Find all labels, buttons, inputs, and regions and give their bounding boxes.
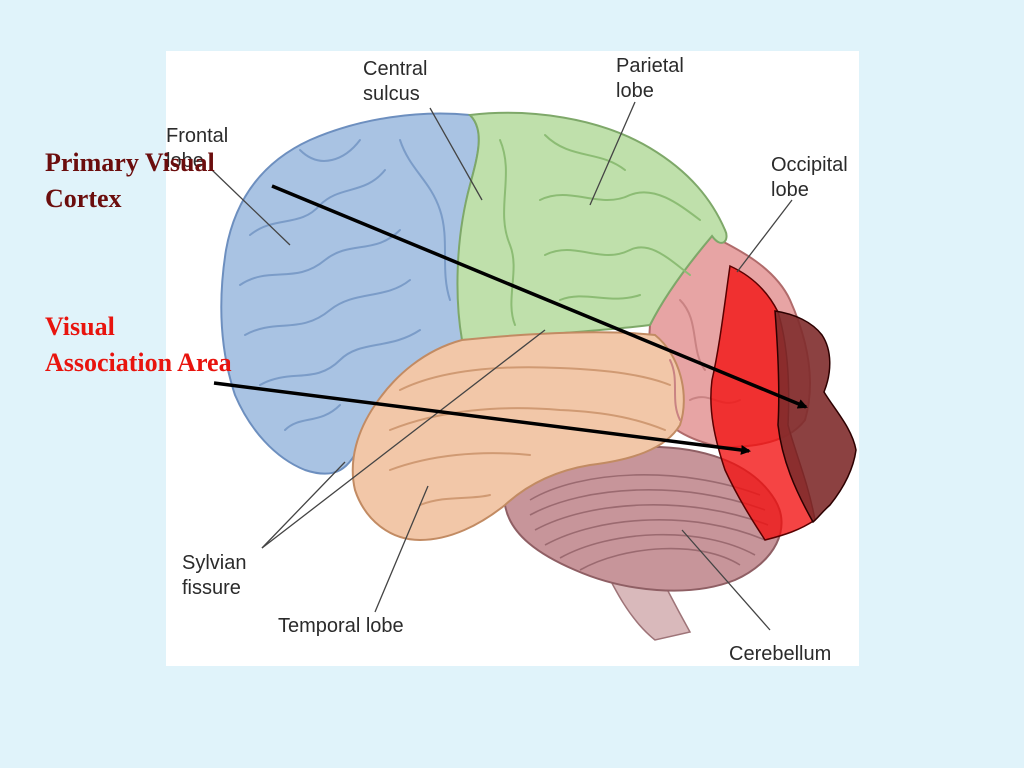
sylvian-fissure-leader-lower [261, 461, 346, 549]
primary-visual-cortex-line1: Primary Visual [45, 148, 215, 177]
sylvian-fissure-label: Sylvian fissure [182, 552, 252, 599]
occipital-lobe-leader [736, 199, 793, 273]
primary-visual-cortex-line2: Cortex [45, 184, 122, 213]
cerebellum-label: Cerebellum [729, 643, 831, 665]
visual-association-area-label: Visual Association Area [45, 309, 232, 381]
leader-lines [211, 101, 793, 631]
visual-association-area-line2: Association Area [45, 348, 232, 377]
primary-visual-cortex-arrow [271, 184, 808, 409]
central-sulcus-leader [429, 107, 483, 201]
primary-visual-cortex-overlay [774, 310, 857, 524]
primary-visual-cortex-label: Primary Visual Cortex [45, 145, 215, 217]
parietal-lobe [456, 111, 728, 342]
parietal-gyri [499, 134, 701, 326]
visual-association-area-line1: Visual [45, 312, 115, 341]
cerebellum-folia [529, 474, 769, 571]
occipital-lobe-label: Occipital lobe [771, 154, 853, 201]
temporal-lobe-label: Temporal lobe [278, 615, 404, 637]
central-sulcus-label: Central sulcus [363, 58, 433, 105]
frontal-lobe-label: Frontal lobe [166, 125, 234, 172]
parietal-lobe-leader [589, 101, 636, 206]
sylvian-fissure-leader-upper [261, 329, 546, 549]
temporal-lobe [351, 331, 685, 542]
frontal-lobe-leader [211, 169, 291, 246]
parietal-lobe-label: Parietal lobe [616, 55, 689, 102]
visual-association-area-arrow [213, 381, 751, 455]
cerebellum-leader [681, 529, 771, 631]
temporal-lobe-leader [374, 485, 429, 613]
